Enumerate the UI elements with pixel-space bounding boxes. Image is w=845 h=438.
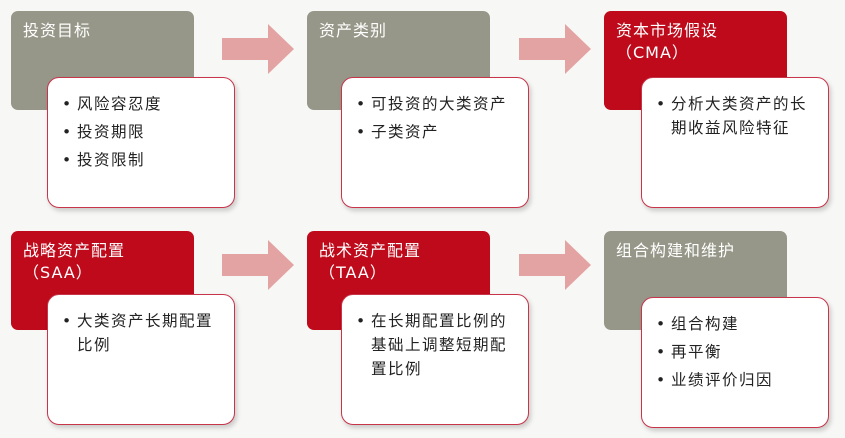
- step-detail-investment-objectives: 风险容忍度 投资期限 投资限制: [47, 77, 235, 208]
- flow-arrow-right-icon: [222, 240, 294, 290]
- step-item-list: 组合构建 再平衡 业绩评价归因: [652, 312, 818, 392]
- step-item-list: 在长期配置比例的基础上调整短期配置比例: [352, 309, 518, 381]
- step-detail-saa: 大类资产长期配置比例: [47, 294, 235, 425]
- list-item: 再平衡: [652, 340, 818, 364]
- step-item-list: 大类资产长期配置比例: [58, 309, 224, 357]
- step-detail-portfolio-construction: 组合构建 再平衡 业绩评价归因: [641, 297, 829, 428]
- list-item: 风险容忍度: [58, 92, 224, 116]
- list-item: 大类资产长期配置比例: [58, 309, 224, 357]
- list-item: 子类资产: [352, 120, 518, 144]
- list-item: 投资期限: [58, 120, 224, 144]
- step-detail-asset-classes: 可投资的大类资产 子类资产: [341, 77, 529, 208]
- step-item-list: 可投资的大类资产 子类资产: [352, 92, 518, 144]
- list-item: 在长期配置比例的基础上调整短期配置比例: [352, 309, 518, 381]
- step-item-list: 分析大类资产的长期收益风险特征: [652, 92, 818, 140]
- list-item: 可投资的大类资产: [352, 92, 518, 116]
- list-item: 分析大类资产的长期收益风险特征: [652, 92, 818, 140]
- step-detail-taa: 在长期配置比例的基础上调整短期配置比例: [341, 294, 529, 425]
- step-item-list: 风险容忍度 投资期限 投资限制: [58, 92, 224, 172]
- list-item: 投资限制: [58, 148, 224, 172]
- step-detail-cma: 分析大类资产的长期收益风险特征: [641, 77, 829, 208]
- flow-arrow-right-icon: [222, 24, 294, 74]
- flow-arrow-right-icon: [519, 240, 591, 290]
- flow-arrow-right-icon: [519, 24, 591, 74]
- list-item: 组合构建: [652, 312, 818, 336]
- list-item: 业绩评价归因: [652, 368, 818, 392]
